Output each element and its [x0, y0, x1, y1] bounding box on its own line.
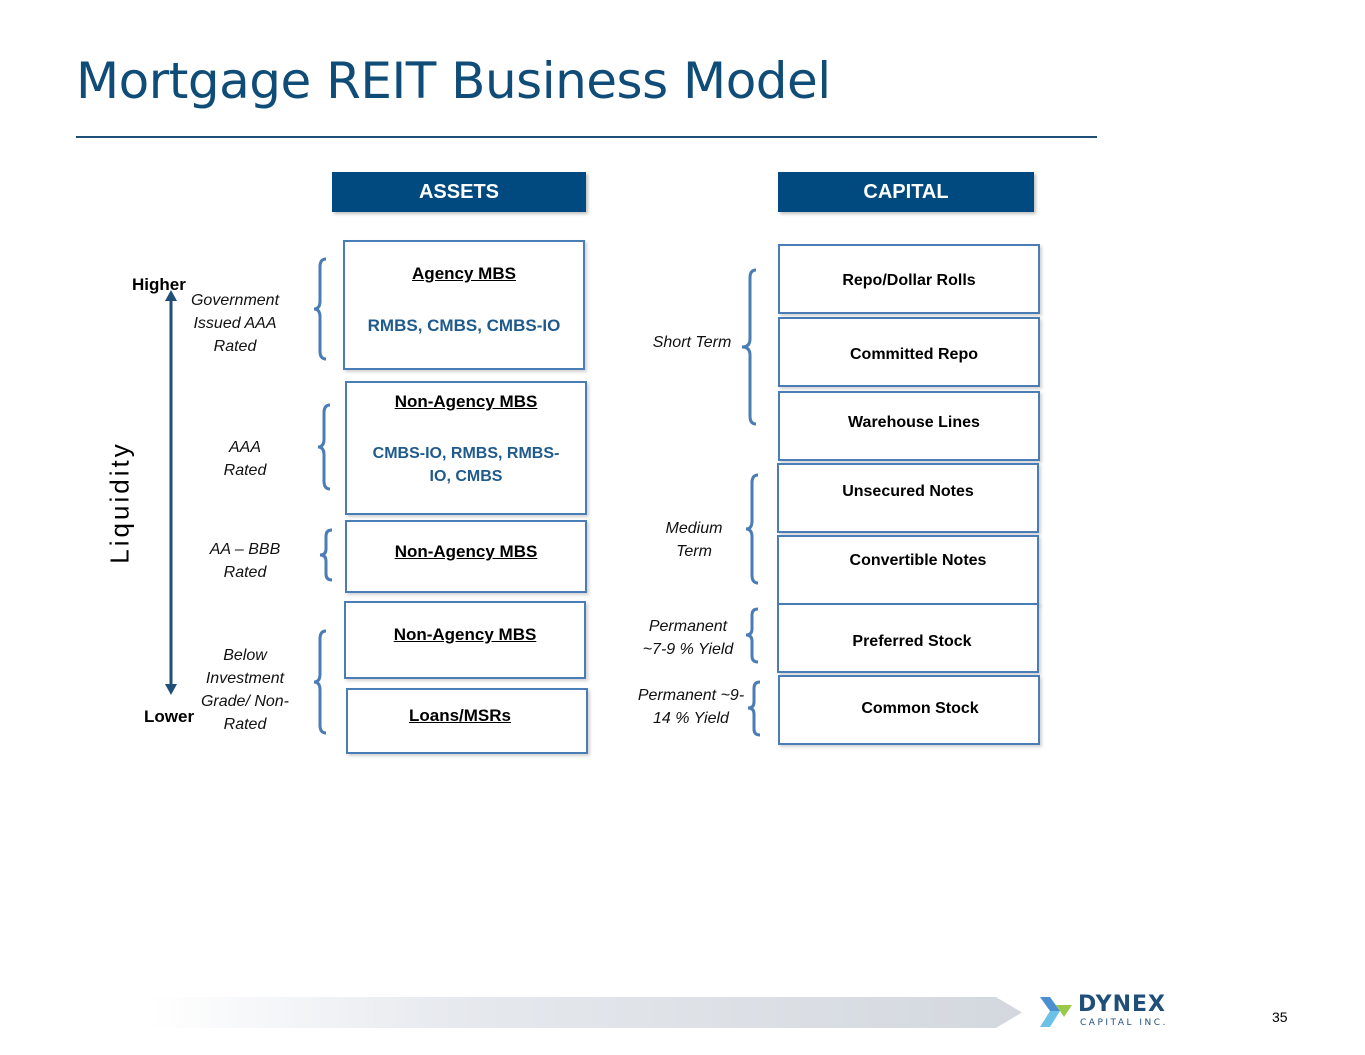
asset-box-non-agency-aaa: Non-Agency MBS CMBS-IO, RMBS, RMBS-IO, C…	[345, 381, 587, 515]
asset-box-agency-mbs: Agency MBS RMBS, CMBS, CMBS-IO	[343, 240, 585, 370]
term-medium: Medium Term	[665, 520, 723, 560]
dynex-logo-icon	[1040, 997, 1072, 1027]
liquidity-double-arrow	[165, 290, 177, 695]
non-agency-aa-bbb-title: Non-Agency MBS	[394, 542, 538, 561]
liquidity-axis-label: Liquidity	[104, 441, 135, 564]
term-permanent-preferred: Permanent ~7-9 % Yield	[642, 618, 734, 658]
rating-government: Government Issued AAA Rated	[190, 292, 280, 355]
brace-permanent-common	[747, 680, 761, 737]
repo-dollar-rolls-label: Repo/Dollar Rolls	[842, 272, 976, 289]
brace-permanent-preferred	[745, 607, 759, 664]
capital-box-warehouse-lines: Warehouse Lines	[778, 391, 1040, 461]
committed-repo-label: Committed Repo	[850, 346, 978, 363]
non-agency-aaa-types: CMBS-IO, RMBS, RMBS-IO, CMBS	[372, 445, 560, 485]
term-permanent-common: Permanent ~9-14 % Yield	[637, 687, 745, 727]
convertible-notes-label: Convertible Notes	[849, 552, 987, 569]
warehouse-lines-label: Warehouse Lines	[848, 414, 980, 431]
agency-mbs-title: Agency MBS	[412, 264, 516, 283]
non-agency-aaa-title: Non-Agency MBS	[394, 392, 538, 411]
preferred-stock-label: Preferred Stock	[852, 633, 972, 650]
liquidity-higher-label: Higher	[132, 275, 186, 294]
capital-box-convertible-notes: Convertible Notes	[777, 535, 1039, 605]
dynex-logo-subtitle: CAPITAL INC.	[1080, 1018, 1168, 1028]
brace-short-term	[741, 268, 757, 426]
brace-government	[313, 257, 327, 361]
title-divider	[76, 136, 1097, 138]
unsecured-notes-label: Unsecured Notes	[842, 483, 974, 500]
page-title: Mortgage REIT Business Model	[76, 52, 831, 110]
asset-box-loans-msrs: Loans/MSRs	[346, 688, 588, 754]
common-stock-label: Common Stock	[861, 700, 979, 717]
rating-aa-bbb: AA – BBB Rated	[209, 541, 281, 581]
capital-header: CAPITAL	[778, 172, 1034, 212]
capital-box-preferred-stock: Preferred Stock	[777, 603, 1039, 673]
footer-gradient-bar	[150, 997, 1022, 1028]
rating-below-investment: Below Investment Grade/ Non-Rated	[200, 647, 290, 733]
rating-aaa: AAA Rated	[223, 439, 267, 479]
asset-box-non-agency-aa-bbb: Non-Agency MBS	[345, 520, 587, 593]
brace-aa-bbb	[319, 528, 333, 582]
capital-box-repo-dollar-rolls: Repo/Dollar Rolls	[778, 244, 1040, 314]
non-agency-below-title: Non-Agency MBS	[393, 625, 537, 644]
liquidity-lower-label: Lower	[144, 707, 195, 726]
capital-box-common-stock: Common Stock	[778, 675, 1040, 745]
dynex-logo-wordmark: DYNEX	[1078, 992, 1166, 1017]
agency-mbs-types: RMBS, CMBS, CMBS-IO	[367, 316, 561, 335]
term-short: Short Term	[652, 334, 732, 351]
brace-aaa	[317, 403, 331, 491]
brace-below-investment	[313, 629, 327, 735]
asset-box-non-agency-below: Non-Agency MBS	[344, 601, 586, 679]
loans-msrs-title: Loans/MSRs	[408, 706, 512, 725]
brace-medium-term	[745, 473, 759, 585]
page-number: 35	[1272, 1009, 1288, 1025]
capital-box-unsecured-notes: Unsecured Notes	[777, 463, 1039, 533]
assets-header: ASSETS	[332, 172, 586, 212]
capital-box-committed-repo: Committed Repo	[778, 317, 1040, 387]
